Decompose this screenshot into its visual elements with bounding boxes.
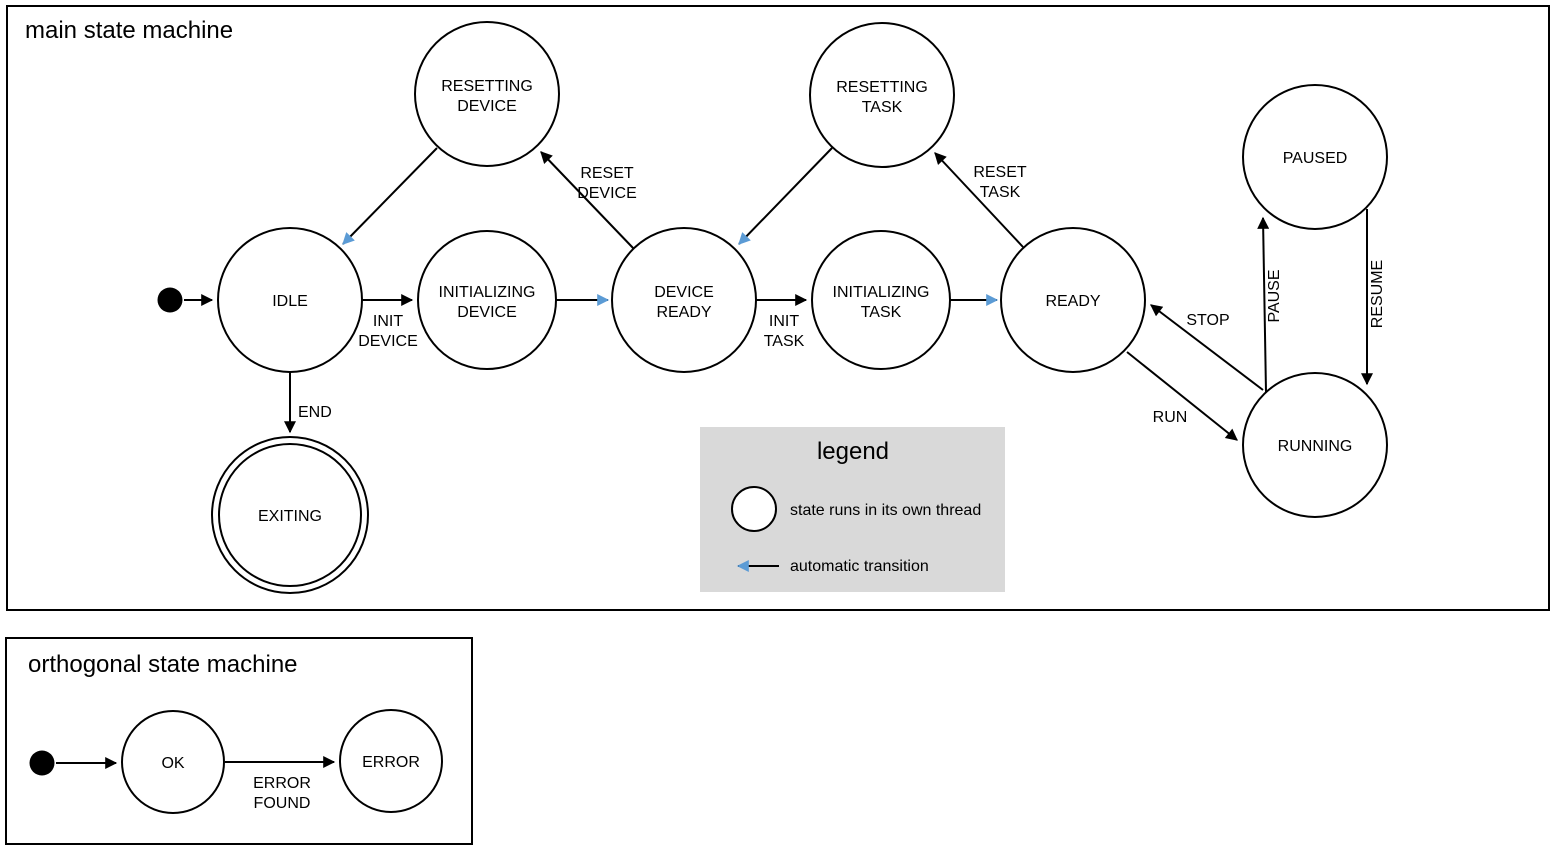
legend-title: legend bbox=[817, 438, 889, 465]
state-ready: READY bbox=[1000, 227, 1146, 373]
orthogonal-initial-state-dot bbox=[29, 750, 55, 776]
transition-resetting-device-to-idle-arrow bbox=[342, 147, 438, 245]
state-error: ERROR bbox=[339, 709, 443, 813]
state-device-ready-circle bbox=[611, 227, 757, 373]
state-exiting-label: EXITING bbox=[258, 508, 322, 525]
state-idle: IDLE bbox=[217, 227, 363, 373]
transition-running-to-paused-arrow bbox=[1257, 216, 1270, 393]
state-error-label: ERROR bbox=[362, 754, 420, 771]
legend-threaded-state-label: state runs in its own thread bbox=[790, 502, 981, 519]
label-run: RUN bbox=[1153, 409, 1188, 426]
state-initializing-task-circle bbox=[811, 230, 951, 370]
label-end: END bbox=[298, 404, 332, 421]
state-paused: PAUSED bbox=[1242, 84, 1388, 230]
state-initializing-task-label-line2: TASK bbox=[861, 304, 902, 321]
state-error-circle bbox=[339, 709, 443, 813]
state-idle-label: IDLE bbox=[272, 293, 308, 310]
state-resetting-device-circle bbox=[414, 21, 560, 167]
state-resetting-device: RESETTING DEVICE bbox=[414, 21, 560, 167]
main-panel-border bbox=[6, 5, 1550, 611]
state-exiting-final: EXITING bbox=[211, 436, 369, 594]
orthogonal-panel-title: orthogonal state machine bbox=[28, 651, 298, 678]
label-stop: STOP bbox=[1186, 312, 1229, 329]
state-initializing-device-circle bbox=[417, 230, 557, 370]
legend-threaded-state-icon bbox=[731, 486, 777, 532]
state-initializing-task: INITIALIZING TASK bbox=[811, 230, 951, 370]
transition-resetting-task-to-device-ready-arrow bbox=[738, 147, 833, 245]
initial-state-dot bbox=[157, 287, 183, 313]
legend-automatic-transition-label: automatic transition bbox=[790, 558, 929, 575]
label-init-task-line1: INIT bbox=[769, 313, 799, 330]
legend: legend state runs in its own thread auto… bbox=[700, 427, 1005, 592]
state-running: RUNNING bbox=[1242, 372, 1388, 518]
state-paused-label: PAUSED bbox=[1283, 150, 1348, 167]
orthogonal-panel-border bbox=[5, 637, 473, 845]
state-ok: OK bbox=[121, 710, 225, 814]
state-ready-circle bbox=[1000, 227, 1146, 373]
state-paused-circle bbox=[1242, 84, 1388, 230]
state-resetting-device-label-line2: DEVICE bbox=[457, 98, 517, 115]
label-init-device-line2: DEVICE bbox=[358, 333, 418, 350]
label-pause: PAUSE bbox=[1266, 269, 1283, 322]
label-error-found-line1: ERROR bbox=[253, 775, 311, 792]
state-initializing-device: INITIALIZING DEVICE bbox=[417, 230, 557, 370]
state-resetting-task-label-line1: RESETTING bbox=[836, 79, 928, 96]
main-panel-title: main state machine bbox=[25, 17, 233, 44]
state-ready-label: READY bbox=[1045, 293, 1100, 310]
state-initializing-task-label-line1: INITIALIZING bbox=[833, 284, 930, 301]
state-ok-label: OK bbox=[161, 755, 184, 772]
main-state-machine-panel: main state machine IDLE INITIALIZING DEV… bbox=[6, 5, 1550, 611]
state-running-circle bbox=[1242, 372, 1388, 518]
state-exiting-circle bbox=[218, 443, 362, 587]
state-ok-circle bbox=[121, 710, 225, 814]
state-running-label: RUNNING bbox=[1278, 438, 1353, 455]
label-reset-task-line2: TASK bbox=[980, 184, 1021, 201]
state-idle-circle bbox=[217, 227, 363, 373]
state-initializing-device-label-line2: DEVICE bbox=[457, 304, 517, 321]
state-resetting-task-label-line2: TASK bbox=[862, 99, 903, 116]
label-reset-device-line1: RESET bbox=[580, 165, 634, 182]
state-initializing-device-label-line1: INITIALIZING bbox=[439, 284, 536, 301]
label-reset-device-line2: DEVICE bbox=[577, 185, 637, 202]
state-resetting-task: RESETTING TASK bbox=[809, 22, 955, 168]
label-init-device-line1: INIT bbox=[373, 313, 403, 330]
transition-ready-to-resetting-task-arrow bbox=[934, 152, 1024, 248]
label-reset-task-line1: RESET bbox=[973, 164, 1027, 181]
state-device-ready-label-line1: DEVICE bbox=[654, 284, 714, 301]
state-device-ready-label-line2: READY bbox=[656, 304, 711, 321]
orthogonal-state-machine-panel: orthogonal state machine OK ERROR ERROR … bbox=[5, 637, 473, 845]
state-resetting-task-circle bbox=[809, 22, 955, 168]
label-init-task-line2: TASK bbox=[764, 333, 805, 350]
transition-device-ready-to-resetting-device-arrow bbox=[540, 151, 635, 250]
label-resume: RESUME bbox=[1369, 260, 1386, 328]
transition-running-to-ready-arrow bbox=[1150, 304, 1264, 391]
transition-ready-to-running-arrow bbox=[1126, 351, 1238, 441]
state-resetting-device-label-line1: RESETTING bbox=[441, 78, 533, 95]
state-device-ready: DEVICE READY bbox=[611, 227, 757, 373]
label-error-found-line2: FOUND bbox=[254, 795, 311, 812]
